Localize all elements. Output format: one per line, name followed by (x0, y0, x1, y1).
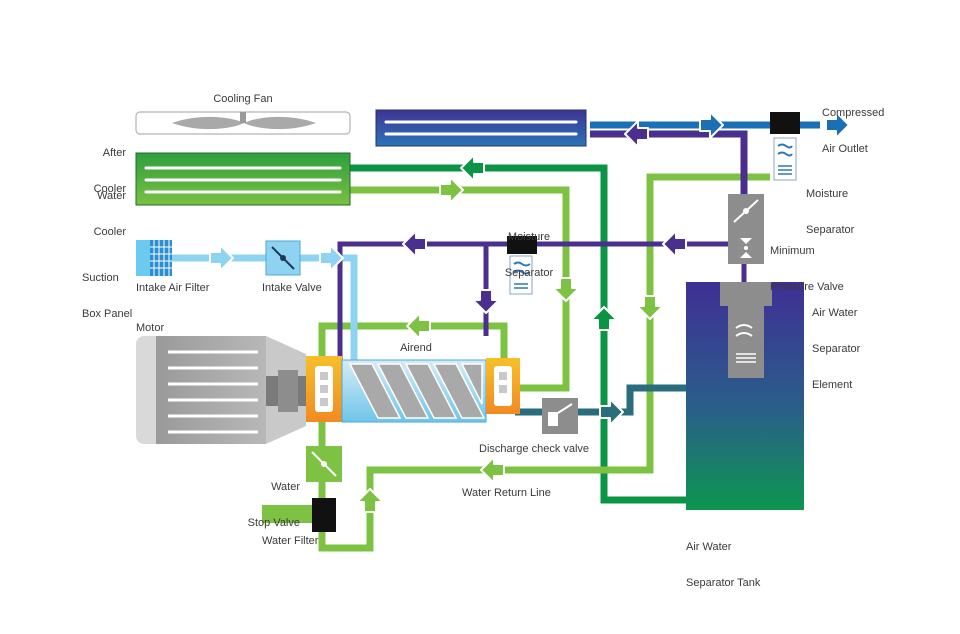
flow-arrow-purple-top (624, 120, 649, 148)
label-compressed-air-outlet-line1: Compressed (822, 107, 885, 119)
label-moisture-separator-mid-line2: Separator (504, 267, 554, 279)
label-moisture-separator-mid-line1: Moisture (507, 231, 551, 243)
flow-arrow-light-green-down (552, 277, 580, 302)
moisture-separator-top (770, 112, 800, 181)
label-water-cooler: Water Cooler (60, 166, 126, 250)
label-airend: Airend (400, 342, 432, 354)
label-separator-tank-line2: Separator Tank (686, 577, 761, 589)
flow-arrow-filter-up (356, 488, 384, 513)
label-moisture-separator-top-line1: Moisture (806, 188, 849, 200)
water-filter (312, 498, 336, 532)
after-cooler (375, 109, 587, 147)
label-minimum-pressure-valve-line2: Pressure Valve (770, 281, 844, 293)
flow-arrow-dark-green-up (590, 306, 618, 331)
label-after-cooler: After Cooler (60, 123, 126, 207)
label-water-cooler-line1: Water (97, 190, 126, 202)
label-compressed-air-outlet: Compressed Air Outlet (822, 83, 884, 167)
label-suction-box-panel-line2: Box Panel (82, 308, 133, 320)
water-stop-valve (306, 446, 342, 482)
flow-arrow-airend-loop (406, 312, 431, 340)
label-water-stop-valve-line2: Stop Valve (247, 517, 300, 529)
flow-arrow-purple-1 (402, 230, 427, 258)
flow-arrow-light-green-1 (439, 176, 464, 204)
flow-arrow-outlet-1 (699, 111, 724, 139)
moisture-separator-mid (507, 236, 537, 295)
flow-arrow-outlet-2 (825, 111, 850, 139)
label-suction-box-panel: Suction Box Panel (82, 248, 132, 332)
label-compressed-air-outlet-line2: Air Outlet (822, 143, 868, 155)
label-separator-tank-line1: Air Water (686, 541, 732, 553)
label-separator-element-line2: Separator (812, 343, 861, 355)
label-intake-valve: Intake Valve (262, 282, 322, 294)
label-intake-air-filter: Intake Air Filter (136, 282, 210, 294)
label-moisture-separator-top-line2: Separator (806, 224, 855, 236)
flow-arrow-purple-down (472, 289, 500, 314)
minimum-pressure-valve (728, 194, 764, 264)
flow-arrow-dark-green-1 (460, 154, 485, 182)
label-air-water-separator-tank: Air Water Separator Tank (686, 517, 760, 601)
cooling-fan (135, 111, 351, 135)
air-water-separator-tank (686, 282, 804, 510)
label-water-filter: Water Filter (262, 535, 319, 547)
airend-inlet-housing (306, 356, 342, 422)
label-water-return-line: Water Return Line (462, 487, 551, 499)
label-after-cooler-line2: Cooler (93, 183, 126, 195)
label-motor: Motor (136, 322, 165, 334)
label-water-cooler-line2: Cooler (93, 226, 126, 238)
label-minimum-pressure-valve-line1: Minimum (770, 245, 815, 257)
intake-valve (265, 240, 301, 276)
label-moisture-separator-top: Moisture Separator (806, 164, 854, 248)
label-discharge-check-valve: Discharge check valve (479, 443, 590, 455)
label-after-cooler-line1: After (102, 147, 126, 159)
flow-arrow-light-green-down-2 (636, 295, 664, 320)
flow-arrow-return-line (480, 456, 505, 484)
light-green-water-pipe-b (318, 173, 770, 552)
label-air-water-separator-element: Air Water Separator Element (812, 283, 860, 403)
label-separator-element-line1: Air Water (812, 307, 858, 319)
label-cooling-fan: Cooling Fan (213, 93, 273, 105)
label-suction-box-panel-line1: Suction (82, 272, 119, 284)
flow-arrow-intake-2 (319, 244, 344, 272)
water-cooler (135, 152, 351, 206)
purple-air-pipe-c (590, 130, 748, 195)
discharge-check-valve (542, 398, 578, 434)
intake-air-filter (136, 240, 172, 276)
flow-arrow-intake-1 (209, 244, 234, 272)
airend-outlet-housing (486, 358, 520, 414)
label-separator-element-line3: Element (812, 379, 853, 391)
flow-arrow-purple-2 (662, 230, 687, 258)
label-minimum-pressure-valve: Minimum Pressure Valve (770, 221, 844, 305)
flow-arrow-discharge (599, 398, 624, 426)
label-water-stop-valve: Water Stop Valve (216, 457, 300, 541)
purple-air-pipe-a (337, 241, 747, 360)
label-moisture-separator-mid: Moisture Separator (496, 207, 562, 291)
airend (341, 359, 487, 423)
motor (136, 336, 310, 444)
label-water-stop-valve-line1: Water (271, 481, 300, 493)
